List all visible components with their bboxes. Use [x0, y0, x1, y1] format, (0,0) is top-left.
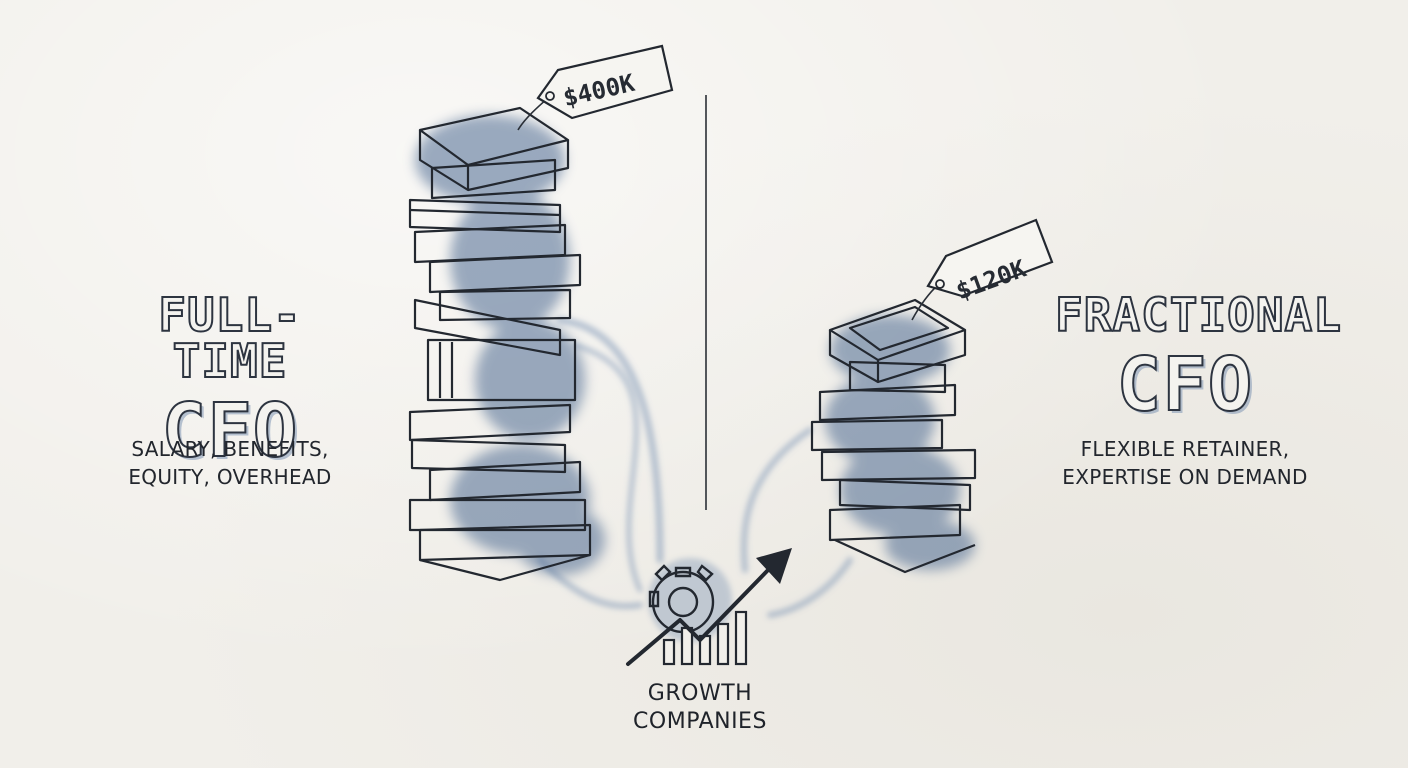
- fractional-cost-stack: [810, 298, 977, 574]
- fractional-cfo-title: FRACTIONAL CFO: [1054, 288, 1342, 428]
- growth-companies-label-line2: COMPANIES: [633, 709, 767, 734]
- fractional-cfo-subtitle-line1: FLEXIBLE RETAINER,: [1080, 437, 1290, 461]
- connection-swooshes: [537, 316, 853, 618]
- gear-growth-chart-icon: [626, 548, 792, 666]
- growth-companies-label: GROWTH COMPANIES: [600, 680, 800, 736]
- fractional-cfo-title-line1: FRACTIONAL: [1054, 288, 1342, 342]
- price-tag-fractional: $120K: [911, 218, 1054, 321]
- full-time-cfo-subtitle-line2: EQUITY, OVERHEAD: [128, 465, 332, 489]
- growth-companies-label-line1: GROWTH: [647, 681, 753, 706]
- full-time-cfo-title-line1: FULL-TIME: [157, 288, 302, 388]
- full-time-cfo-subtitle: SALARY, BENEFITS, EQUITY, OVERHEAD: [100, 435, 360, 491]
- full-time-cfo-title: FULL-TIME CFO: [110, 288, 350, 474]
- fractional-cfo-subtitle-line2: EXPERTISE ON DEMAND: [1062, 465, 1308, 489]
- price-tag-full-time: $400K: [517, 44, 674, 131]
- fractional-cfo-title-line2: CFO: [1116, 342, 1254, 428]
- full-time-cfo-subtitle-line1: SALARY, BENEFITS,: [131, 437, 329, 461]
- full-time-cost-stack: [408, 106, 605, 582]
- fractional-cfo-subtitle: FLEXIBLE RETAINER, EXPERTISE ON DEMAND: [1045, 435, 1325, 491]
- full-time-cfo-title-line2: CFO: [161, 388, 299, 474]
